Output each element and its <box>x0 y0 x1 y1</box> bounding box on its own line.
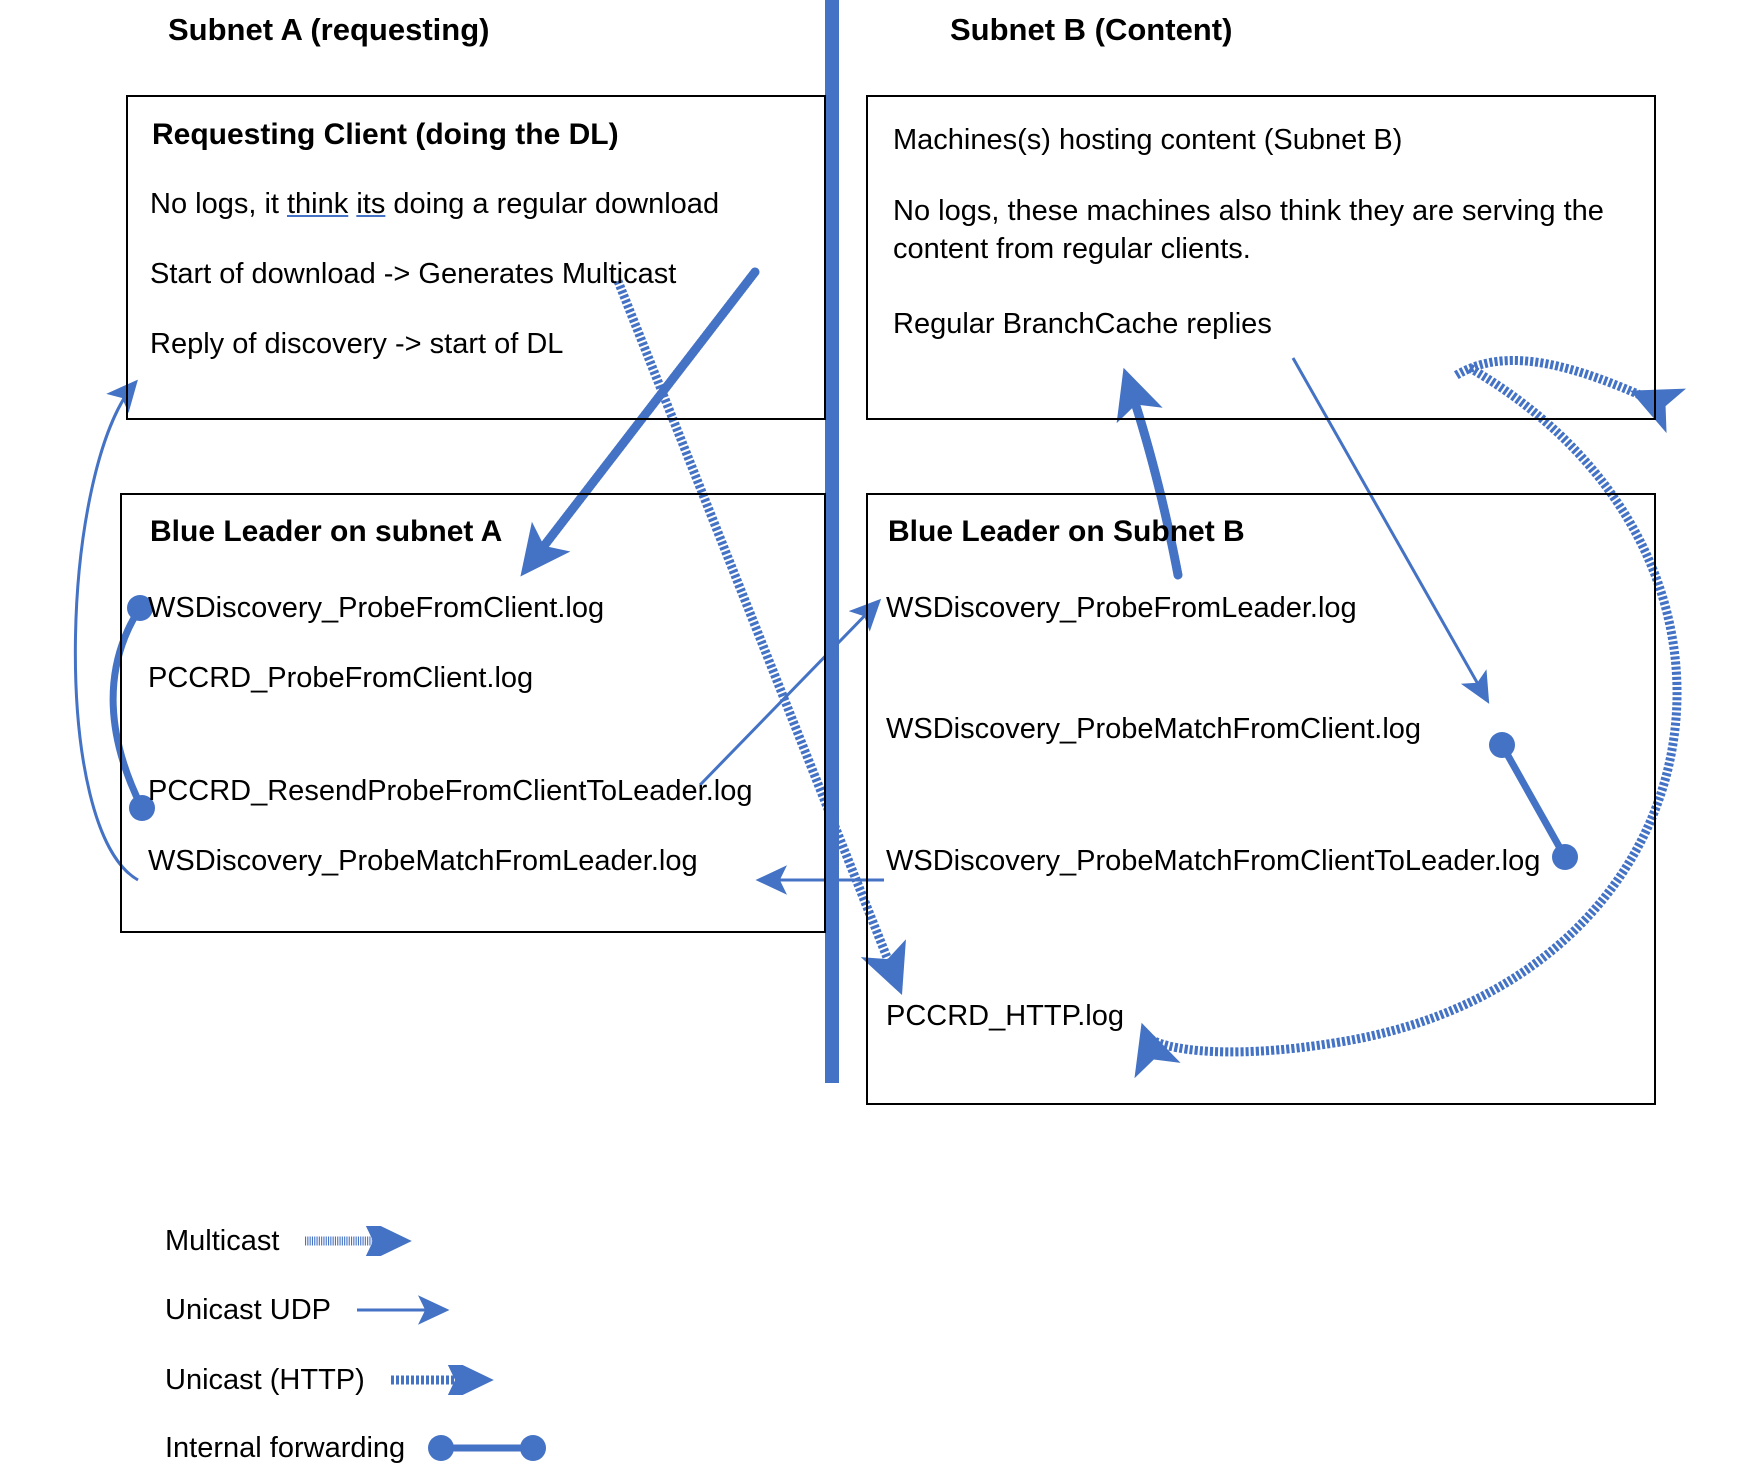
blue-leader-b-log-1: WSDiscovery_ProbeFromLeader.log <box>886 592 1357 624</box>
legend-item-unicast-http: Unicast (HTTP) <box>165 1355 517 1405</box>
blue-leader-b-heading: Blue Leader on Subnet B <box>888 515 1245 548</box>
note-1-part-think: think <box>287 188 349 220</box>
blue-leader-a-log-2: PCCRD_ProbeFromClient.log <box>148 662 534 694</box>
content-machines-panel <box>866 95 1656 420</box>
legend-swatch-multicast-dotted-arrow <box>301 1216 431 1266</box>
legend-swatch-unicast-http-dashed-arrow <box>387 1355 517 1405</box>
legend-swatch-unicast-udp-solid-arrow <box>353 1295 483 1325</box>
note-1-part-a: No logs, it <box>150 188 287 220</box>
blue-leader-b-log-4: PCCRD_HTTP.log <box>886 1000 1124 1032</box>
note-1-part-its: its <box>356 188 386 220</box>
requesting-client-note-1: No logs, it think its doing a regular do… <box>150 188 719 221</box>
requesting-client-note-2: Start of download -> Generates Multicast <box>150 258 677 290</box>
blue-leader-a-log-1: WSDiscovery_ProbeFromClient.log <box>148 592 605 624</box>
content-machines-note-2: No logs, these machines also think they … <box>893 195 1604 266</box>
subnet-b-title: Subnet B (Content) <box>950 12 1233 47</box>
blue-leader-a-panel <box>120 493 826 933</box>
legend-item-internal-forwarding: Internal forwarding <box>165 1428 557 1468</box>
requesting-client-heading: Requesting Client (doing the DL) <box>152 118 619 151</box>
subnet-divider-bar <box>825 0 839 1083</box>
blue-leader-b-log-2: WSDiscovery_ProbeMatchFromClient.log <box>886 713 1422 745</box>
subnet-a-title: Subnet A (requesting) <box>168 12 490 47</box>
blue-leader-a-heading: Blue Leader on subnet A <box>150 515 503 548</box>
legend-label-unicast-http: Unicast (HTTP) <box>165 1363 365 1396</box>
note-1-part-e: doing a regular download <box>385 188 720 220</box>
legend-label-internal-forwarding: Internal forwarding <box>165 1431 406 1464</box>
blue-leader-b-panel <box>866 493 1656 1105</box>
legend-item-unicast-udp: Unicast UDP <box>165 1290 483 1330</box>
blue-leader-a-log-4: WSDiscovery_ProbeMatchFromLeader.log <box>148 845 698 877</box>
legend-item-multicast: Multicast <box>165 1216 431 1266</box>
blue-leader-a-log-3: PCCRD_ResendProbeFromClientToLeader.log <box>148 775 753 807</box>
legend-swatch-internal-forwarding-dot-line-dot <box>427 1433 557 1463</box>
content-machines-note-3: Regular BranchCache replies <box>893 308 1272 340</box>
requesting-client-panel <box>126 95 826 420</box>
blue-leader-b-log-3: WSDiscovery_ProbeMatchFromClientToLeader… <box>886 845 1541 877</box>
legend-label-multicast: Multicast <box>165 1224 280 1257</box>
requesting-client-note-3: Reply of discovery -> start of DL <box>150 328 564 360</box>
content-machines-note-1: Machines(s) hosting content (Subnet B) <box>893 124 1403 156</box>
legend-label-unicast-udp: Unicast UDP <box>165 1293 331 1326</box>
